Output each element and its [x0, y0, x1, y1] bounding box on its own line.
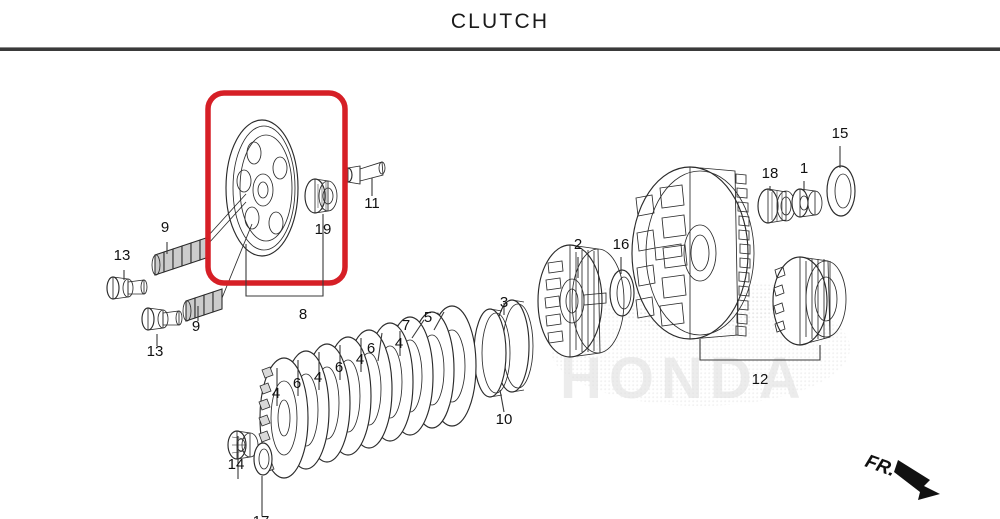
callout-number: 2	[574, 236, 582, 253]
callout-number: 1	[800, 160, 808, 177]
callout-number: 11	[364, 195, 380, 212]
part-clutch-lifter-bearing	[304, 178, 338, 214]
part-clutch-spring-bolt	[106, 276, 148, 300]
callout-5: 5	[424, 309, 445, 331]
header-divider	[0, 47, 1000, 51]
callout-number: 4	[395, 335, 403, 352]
callout-number: 14	[228, 456, 245, 473]
orientation-label: FR.	[862, 451, 898, 481]
callout-1: 1	[800, 160, 808, 191]
callout-number: 6	[367, 340, 375, 357]
callout-4: 4	[272, 368, 280, 406]
part-ring-inner	[473, 308, 511, 398]
callout-number: 5	[424, 309, 432, 326]
callout-number: 16	[613, 236, 630, 253]
callout-number: 4	[314, 369, 322, 386]
callout-17: 17	[253, 476, 270, 519]
callout-number: 4	[356, 351, 364, 368]
callout-16: 16	[613, 236, 630, 274]
part-clutch-outer-assembly	[631, 166, 847, 361]
callout-number: 7	[402, 317, 410, 334]
callout-number: 13	[114, 247, 131, 264]
callout-18: 18	[762, 165, 779, 191]
callout-layer: 13 13 9 9 8 19 11 14 17 4	[114, 125, 849, 519]
diagram-canvas: HONDA	[0, 48, 1000, 519]
callout-number: 6	[335, 359, 343, 376]
part-washer	[253, 442, 273, 476]
part-lock-nut	[227, 430, 259, 460]
callout-6: 6	[293, 360, 301, 396]
callout-number: 19	[315, 221, 332, 238]
callout-9: 9	[161, 219, 169, 254]
page-header: CLUTCH	[0, 0, 1000, 51]
callout-3: 3	[500, 294, 508, 315]
part-collar	[791, 188, 823, 218]
callout-11: 11	[364, 178, 380, 212]
callout-number: 4	[272, 385, 280, 402]
part-clutch-spring	[151, 236, 210, 276]
callout-8: 8	[299, 306, 307, 323]
callout-7: 7	[402, 317, 425, 339]
callout-number: 15	[832, 125, 849, 142]
parts-illustration: HONDA	[106, 90, 940, 519]
callout-number: 3	[500, 294, 508, 311]
part-needle-bearing-collar	[757, 188, 796, 224]
callout-number: 6	[293, 375, 301, 392]
callout-10: 10	[496, 389, 513, 428]
callout-4: 4	[395, 331, 403, 356]
part-clutch-spring	[182, 288, 223, 322]
callout-bracket-8	[245, 214, 324, 297]
callout-number: 12	[752, 371, 769, 388]
callout-number: 9	[161, 219, 169, 236]
callout-number: 8	[299, 306, 307, 323]
callout-12: 12	[752, 371, 769, 388]
callout-number: 9	[192, 318, 200, 335]
part-thrust-washer-large	[826, 165, 856, 217]
callout-15: 15	[832, 125, 849, 168]
region-highlight-box	[205, 90, 348, 286]
callout-6: 6	[335, 345, 343, 380]
orientation-indicator: FR.	[862, 451, 940, 500]
part-clutch-pressure-plate	[207, 119, 299, 299]
callout-14: 14	[228, 436, 245, 479]
callout-9: 9	[192, 306, 200, 335]
part-clutch-lifter-rod	[343, 161, 386, 185]
callout-4: 4	[356, 338, 364, 372]
arrow-down-right-icon	[894, 460, 940, 500]
callout-number: 17	[253, 513, 270, 519]
callout-number: 10	[496, 411, 513, 428]
page-title: CLUTCH	[450, 10, 550, 33]
callout-4: 4	[314, 352, 322, 390]
callout-13: 13	[147, 334, 164, 360]
part-clutch-center	[537, 244, 625, 358]
callout-19: 19	[315, 221, 332, 238]
callout-13: 13	[114, 247, 131, 280]
callout-2: 2	[574, 236, 582, 278]
callout-number: 13	[147, 343, 164, 360]
clutch-disc-stack	[258, 305, 477, 479]
callout-number: 18	[762, 165, 779, 182]
part-primary-driven-gear	[772, 256, 847, 346]
part-clutch-spring-bolt	[141, 307, 183, 331]
callout-6: 6	[367, 332, 383, 362]
part-thrust-washer	[609, 269, 635, 317]
